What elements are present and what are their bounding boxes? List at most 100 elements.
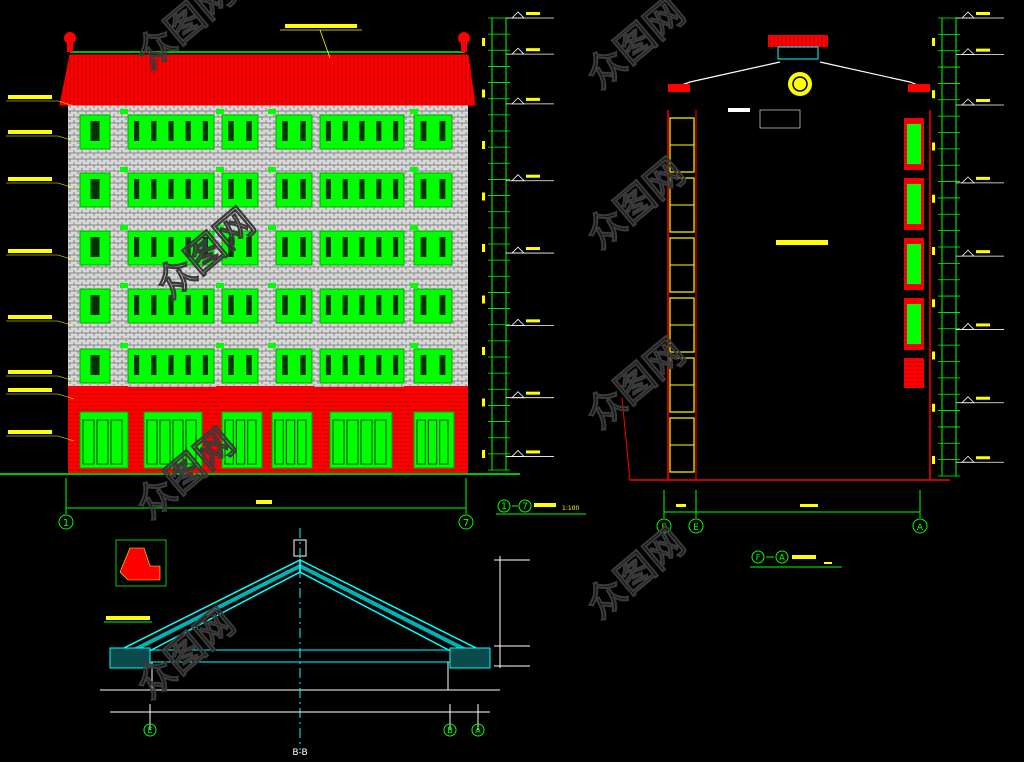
window-pane [168, 121, 174, 141]
annotation-pointer [57, 435, 75, 442]
window-pane [300, 295, 306, 315]
window-decor [268, 109, 276, 114]
shop-door [271, 411, 313, 469]
window-group [275, 114, 313, 150]
window-decor [120, 343, 128, 348]
front-ridge-ornament-right-post [461, 42, 467, 52]
window-pane [151, 121, 157, 141]
level-mark-text [976, 323, 990, 327]
watermark-text: 众图网 [578, 520, 694, 627]
window-group [79, 288, 111, 324]
window-pane [439, 355, 446, 375]
window-pane [134, 237, 140, 257]
window-pane [342, 179, 348, 199]
watermark-text: 众图网 [578, 0, 694, 97]
window-pane [228, 121, 234, 141]
level-dim-value [482, 398, 485, 407]
grid-bubble-1-label: 1 [63, 518, 69, 529]
ground-floor-wall [68, 405, 468, 473]
window-group [275, 230, 313, 266]
window-decor [410, 167, 418, 172]
annotation-pointer [57, 375, 75, 382]
level-mark-triangle [961, 249, 975, 257]
window-decor [120, 225, 128, 230]
window-decor [410, 343, 418, 348]
window-pane [359, 121, 365, 141]
window-pane [168, 237, 174, 257]
section-grid-bubble-E [143, 723, 157, 737]
front-ridge-ornament-right [458, 32, 470, 44]
level-dim-value [482, 347, 485, 355]
level-dim-value [482, 295, 485, 304]
annotation-text [8, 370, 52, 374]
window-pane [393, 295, 399, 315]
level-dim-value [482, 141, 485, 149]
window-decor [216, 109, 224, 114]
side-level-dimensions [932, 11, 1004, 477]
window-group [413, 230, 453, 266]
level-mark-text [976, 48, 990, 52]
window-pane [300, 121, 306, 141]
window-pane [359, 295, 365, 315]
window-pane [228, 295, 234, 315]
window-pane [202, 355, 208, 375]
level-mark-text [526, 247, 540, 251]
front-roof-note [285, 24, 357, 28]
level-mark-text [526, 174, 540, 178]
eave-detail [115, 539, 167, 587]
front-dimension-text [256, 500, 272, 504]
watermark-text: 众图网 [578, 150, 694, 257]
shop-door-pane [274, 419, 284, 465]
annotation-text [8, 430, 52, 434]
window-pane [376, 295, 382, 315]
level-mark-triangle [961, 176, 975, 184]
grid-bubble-7 [458, 514, 474, 530]
window-group [275, 172, 313, 208]
window-decor [410, 283, 418, 288]
level-mark-triangle [511, 449, 525, 457]
window-decor [216, 283, 224, 288]
annotation-text [8, 315, 52, 319]
side-eave-left [668, 84, 690, 92]
section-caption: B-B [292, 748, 307, 758]
grid-bubble-7-label: 7 [463, 518, 469, 529]
truss-eave-left [109, 647, 151, 669]
shop-door-pane [416, 419, 426, 465]
grid-bubble-A [912, 518, 928, 534]
window-pane [185, 295, 191, 315]
level-dim-value [932, 90, 935, 99]
window-pane [134, 179, 140, 199]
front-caption-axis-1: 1 [501, 502, 507, 512]
annotation-pointer [57, 320, 75, 327]
window-pane [246, 121, 252, 141]
level-dim-value [482, 192, 485, 201]
window-pane [300, 179, 306, 199]
level-mark-text [976, 456, 990, 460]
level-dim-value [932, 403, 935, 412]
window-pane [151, 355, 157, 375]
window-pane [420, 355, 427, 375]
window-pane [393, 121, 399, 141]
window-pane [134, 121, 140, 141]
window-pane [168, 355, 174, 375]
truss-right-hatch [299, 564, 471, 654]
window-decor [268, 167, 276, 172]
window-pane [202, 121, 208, 141]
window-pane [185, 355, 191, 375]
level-dim-value [482, 244, 485, 252]
window-pane [168, 179, 174, 199]
window-pane [300, 237, 306, 257]
shop-door [79, 411, 129, 469]
level-mark-triangle [511, 11, 525, 19]
level-mark-text [976, 176, 990, 180]
window-pane [439, 295, 446, 315]
window-pane [202, 237, 208, 257]
window-pane [376, 355, 382, 375]
window-decor [216, 343, 224, 348]
window-pane [282, 121, 288, 141]
window-pane [325, 121, 331, 141]
grid-bubble-E-label: E [693, 523, 699, 533]
side-gable-note-2 [728, 108, 750, 112]
side-window-right [907, 304, 921, 344]
window-pane [439, 179, 446, 199]
